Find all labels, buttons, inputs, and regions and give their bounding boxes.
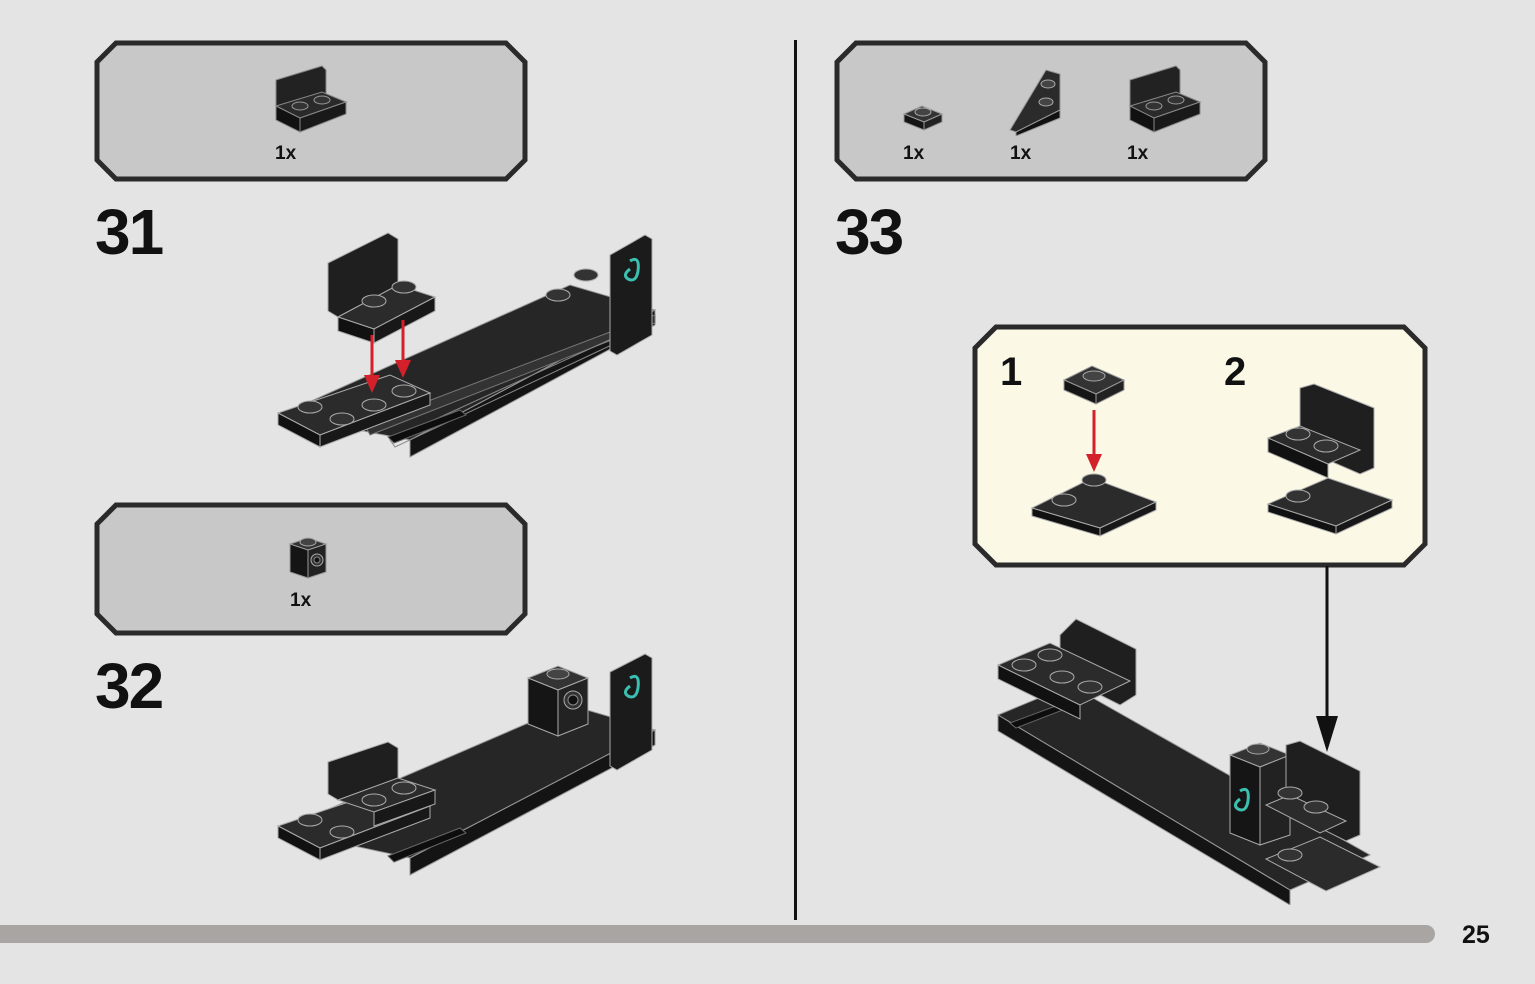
part-qty: 1x	[1127, 143, 1149, 164]
attach-arrow	[1316, 566, 1338, 752]
part-qty: 1x	[1010, 143, 1032, 164]
bracket-1x2-icon	[1124, 62, 1204, 134]
bracket-1x2-icon	[274, 65, 348, 133]
plate-1x1-icon	[902, 105, 944, 131]
step-number: 32	[95, 650, 164, 722]
wedge-plate-icon	[1009, 69, 1061, 136]
part-qty: 1x	[290, 590, 312, 611]
substep-number: 2	[1224, 350, 1247, 394]
brick-1x1-stud-side-icon	[288, 537, 328, 579]
page-number: 25	[1462, 921, 1490, 949]
parts-box-step-33: 1x 1x 1x	[834, 40, 1268, 182]
parts-box-step-32: 1x	[94, 502, 528, 636]
step-number: 33	[835, 196, 904, 268]
substep-number: 1	[1000, 350, 1023, 394]
subassembly-box: 1 2	[972, 324, 1428, 568]
substep-2-assembly	[1266, 383, 1394, 535]
part-qty: 1x	[903, 143, 925, 164]
step-31-assembly	[276, 232, 657, 458]
step-32-assembly	[276, 653, 657, 876]
page-progress-bar	[0, 925, 1435, 943]
step-33-assembly	[996, 618, 1382, 905]
substep-1-assembly	[1030, 365, 1158, 537]
column-divider	[794, 40, 797, 920]
part-qty: 1x	[275, 143, 297, 164]
parts-box-step-31: 1x	[94, 40, 528, 182]
step-number: 31	[95, 196, 164, 268]
